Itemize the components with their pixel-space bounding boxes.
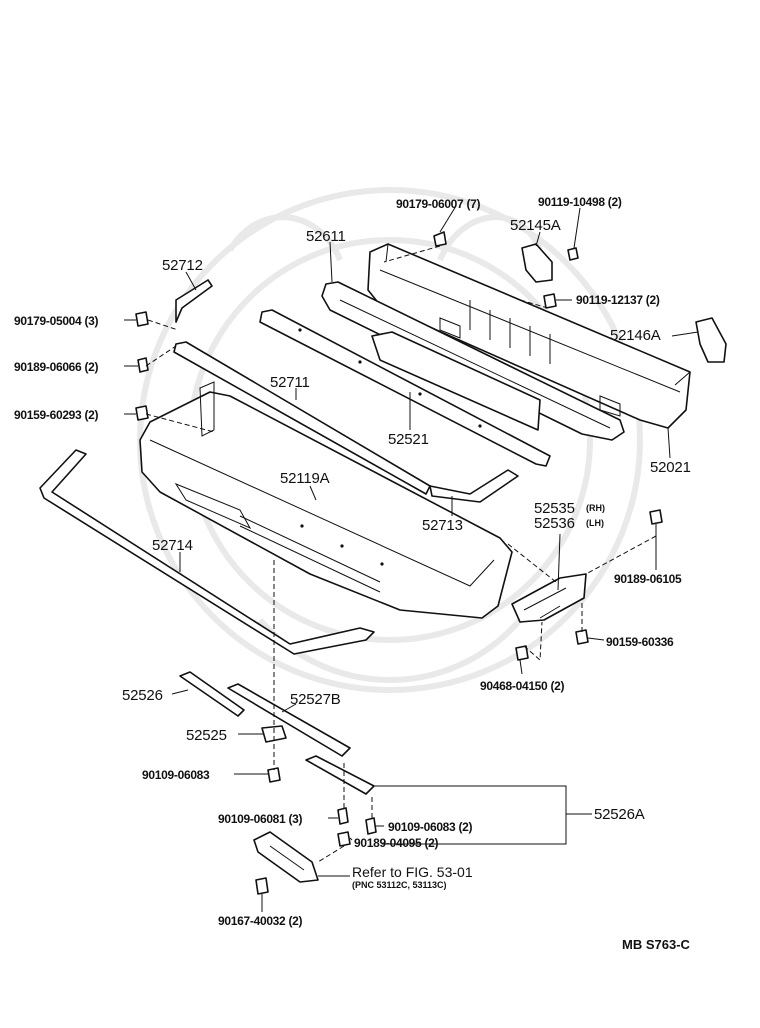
label-52536: 52536 bbox=[534, 515, 575, 532]
label-90159-60293: 90159-60293 (2) bbox=[14, 408, 99, 422]
part-52521-retainer bbox=[259, 309, 551, 467]
label-52119a: 52119A bbox=[280, 470, 330, 487]
label-52714: 52714 bbox=[152, 537, 193, 554]
label-52535-side: (RH) bbox=[586, 503, 605, 513]
label-52611: 52611 bbox=[306, 228, 346, 245]
part-52119a-bumper-cover bbox=[139, 381, 513, 619]
leader-lines bbox=[124, 205, 699, 912]
part-lower-bracket bbox=[253, 831, 319, 883]
label-52526: 52526 bbox=[122, 687, 163, 704]
label-52712: 52712 bbox=[162, 257, 203, 274]
label-52521: 52521 bbox=[388, 431, 429, 448]
label-90189-04095: 90189-04095 (2) bbox=[354, 836, 439, 850]
label-90179-05004: 90179-05004 (3) bbox=[14, 314, 99, 328]
label-90109-06083-2: 90109-06083 (2) bbox=[388, 820, 473, 834]
part-52535-52536-side-retainer bbox=[511, 573, 587, 623]
fasteners bbox=[135, 231, 663, 895]
label-52527b: 52527B bbox=[290, 691, 341, 708]
refer-pnc-note: (PNC 53112C, 53113C) bbox=[352, 880, 447, 890]
label-52526a: 52526A bbox=[594, 806, 645, 823]
label-52145a: 52145A bbox=[510, 217, 561, 234]
part-52021-reinforcement bbox=[367, 243, 691, 429]
part-52712-side-strip bbox=[175, 279, 213, 323]
refer-note: Refer to FIG. 53-01 bbox=[352, 864, 473, 880]
part-52714-lower-moulding bbox=[39, 449, 375, 655]
part-52525-plate bbox=[261, 725, 287, 743]
alignment-lines bbox=[145, 245, 657, 863]
label-52536-side: (LH) bbox=[586, 518, 604, 528]
label-90189-06066: 90189-06066 (2) bbox=[14, 360, 99, 374]
label-52713: 52713 bbox=[422, 517, 463, 534]
label-90109-06083: 90109-06083 bbox=[142, 768, 210, 782]
label-90167-40032: 90167-40032 (2) bbox=[218, 914, 303, 928]
label-90119-10498: 90119-10498 (2) bbox=[538, 195, 622, 209]
label-52535: 52535 bbox=[534, 500, 575, 517]
label-90159-60336: 90159-60336 bbox=[606, 635, 674, 649]
part-52146a-bracket bbox=[695, 317, 727, 363]
label-52146a: 52146A bbox=[610, 327, 661, 344]
part-52526a-stay bbox=[305, 755, 375, 795]
label-90179-06007: 90179-06007 (7) bbox=[396, 197, 481, 211]
figure-code: MB S763-C bbox=[622, 937, 690, 952]
part-52713-side-strip bbox=[429, 469, 519, 503]
label-52525: 52525 bbox=[186, 727, 227, 744]
label-90109-06081: 90109-06081 (3) bbox=[218, 812, 303, 826]
part-52526-stay bbox=[179, 671, 245, 717]
label-90468-04150: 90468-04150 (2) bbox=[480, 679, 565, 693]
label-90189-06105: 90189-06105 bbox=[614, 572, 682, 586]
part-52145a-bracket bbox=[521, 243, 553, 283]
part-52611-absorber bbox=[321, 281, 625, 441]
part-52527b-stay bbox=[227, 683, 351, 757]
label-52021: 52021 bbox=[650, 459, 691, 476]
watermark bbox=[137, 187, 643, 693]
part-52711-moulding bbox=[173, 341, 431, 495]
label-52711: 52711 bbox=[270, 374, 310, 391]
label-90119-12137: 90119-12137 (2) bbox=[576, 293, 660, 307]
